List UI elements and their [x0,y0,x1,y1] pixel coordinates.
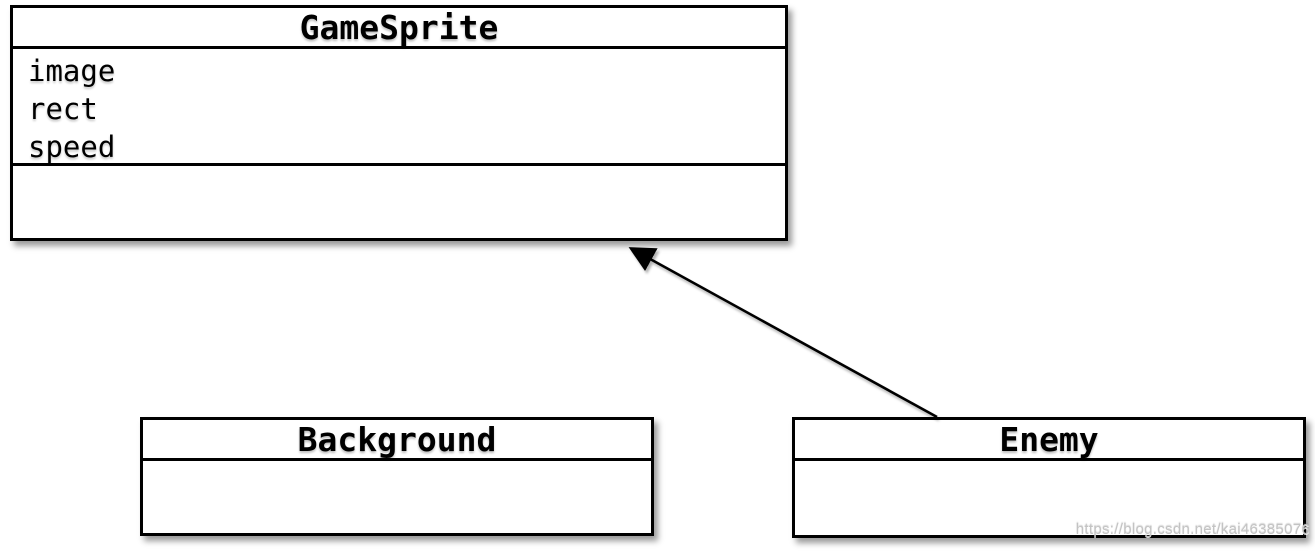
class-title-background: Background [143,420,651,461]
class-title-enemy: Enemy [795,420,1303,461]
class-title-gamesprite: GameSprite [13,8,785,49]
class-box-enemy: Enemy __init__(self): update(self): [792,417,1306,538]
class-methods-background: __init__(self): update(self): [143,461,651,533]
class-methods-gamesprite: __init__(self, image_name, speed=1): upd… [13,166,785,238]
class-box-background: Background __init__(self): update(self): [140,417,654,536]
class-box-gamesprite: GameSprite image rect speed __init__(sel… [10,5,788,241]
watermark-url: https://blog.csdn.net/kai46385076 [1075,521,1310,538]
inheritance-arrow-enemy-to-gamesprite [628,247,938,419]
attribute-image: image [28,54,116,88]
attribute-speed: speed [28,130,116,164]
attribute-rect: rect [28,92,98,126]
class-attributes-gamesprite: image rect speed [13,49,785,166]
